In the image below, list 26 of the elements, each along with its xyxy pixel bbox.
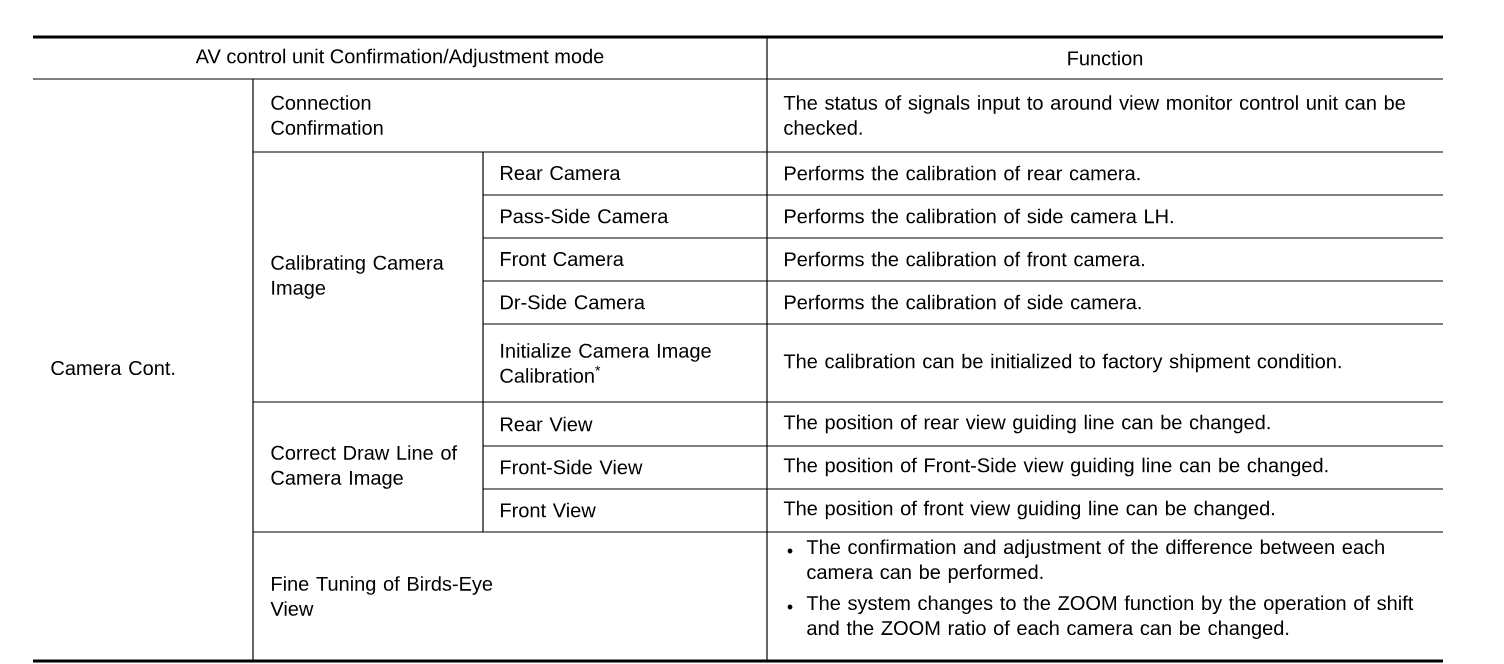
row-label: Camera Cont.	[51, 360, 175, 376]
function-text: Performs the calibration of side camera.	[785, 294, 1141, 310]
function-text: The calibration can be initialized to factory shipment condition.	[783, 353, 1341, 373]
row-label: Connection Confirmation	[271, 95, 383, 135]
function-text: Performs the calibration of rear camera.	[785, 165, 1140, 181]
function-text: Performs the calibration of front camera.	[785, 251, 1144, 267]
row-label: Initialize Camera Image Calibration$^{*}$	[500, 343, 711, 383]
row-label: Rear View	[501, 416, 593, 432]
row-label: Fine Tuning of Birds-Eye View	[270, 576, 493, 616]
function-text: The position of Front-Side view guiding line can be changed.	[783, 457, 1328, 477]
header-text: AV control unit Confirmation/Adjustment mode	[195, 48, 604, 68]
function-text: The status of signals input to around view monitor control unit can be checked.	[783, 95, 1405, 135]
bullet-text: The system changes to the ZOOM function by the operation of shift and the ZOOM ratio of each camera can be changed.	[806, 595, 1414, 640]
function-text: The position of rear view guiding line can be changed.	[783, 414, 1270, 434]
row-label: Correct Draw Line of Camera Image	[271, 445, 458, 489]
header-text: Function	[1068, 50, 1143, 66]
function-text: Performs the calibration of side camera LH.	[785, 208, 1173, 224]
row-label: Rear Camera	[501, 165, 621, 181]
row-label: Front-Side View	[501, 459, 643, 475]
function-text: The position of front view guiding line can be changed.	[783, 500, 1274, 520]
row-label: Front Camera	[501, 251, 624, 267]
row-label: Front View	[501, 502, 596, 518]
bullet-text: The confirmation and adjustment of the difference between each camera can be performed.	[806, 539, 1384, 584]
row-label: Calibrating Camera Image	[271, 255, 444, 299]
row-label: Dr-Side Camera	[501, 294, 645, 310]
row-label: Pass-Side Camera	[501, 208, 669, 224]
